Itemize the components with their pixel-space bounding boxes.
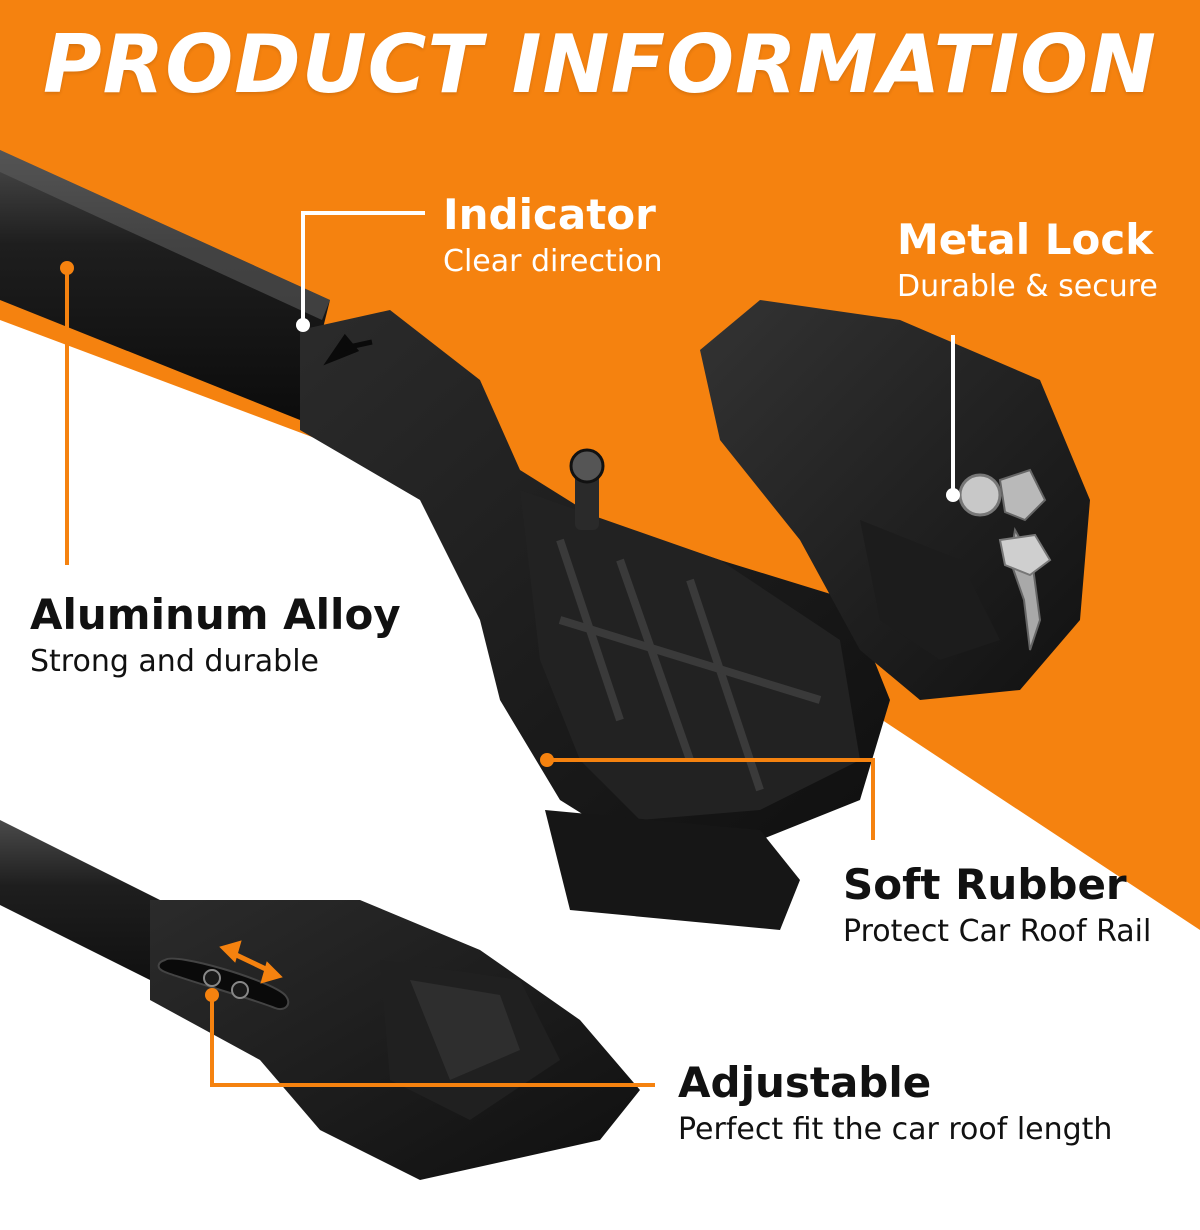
indicator-arrow-icon [323,333,373,366]
key-icon [958,468,1052,651]
feature-subtext: Durable & secure [897,269,1158,304]
adjustment-slot [157,957,290,1010]
feature-subtext: Strong and durable [30,644,320,679]
feature-subtext: Protect Car Roof Rail [843,914,1152,949]
callout-line-indicator [301,211,425,325]
feature-heading: Metal Lock [897,215,1154,264]
feature-soft-rubber: Soft Rubber Protect Car Roof Rail [843,860,1151,954]
feature-heading: Adjustable [678,1058,932,1107]
callout-line-adjustable [210,995,655,1087]
feature-aluminum-alloy: Aluminum Alloy Strong and durable [30,590,401,684]
feature-subtext: Clear direction [443,244,663,279]
metal-lock-cap [700,300,1090,700]
feature-indicator: Indicator Clear direction [443,190,662,284]
feature-heading: Soft Rubber [843,860,1127,909]
callout-line-rubber [547,758,875,840]
page-title: PRODUCT INFORMATION [43,18,1157,111]
adjust-arrow-icon [219,940,283,984]
feature-heading: Aluminum Alloy [30,590,401,639]
rubber-clamp-block [545,810,800,930]
feature-heading: Indicator [443,190,656,239]
upper-crossbar [0,150,330,420]
feature-subtext: Perfect fit the car roof length [678,1112,1113,1147]
feature-metal-lock: Metal Lock Durable & secure [897,215,1158,309]
feature-adjustable: Adjustable Perfect fit the car roof leng… [678,1058,1112,1152]
